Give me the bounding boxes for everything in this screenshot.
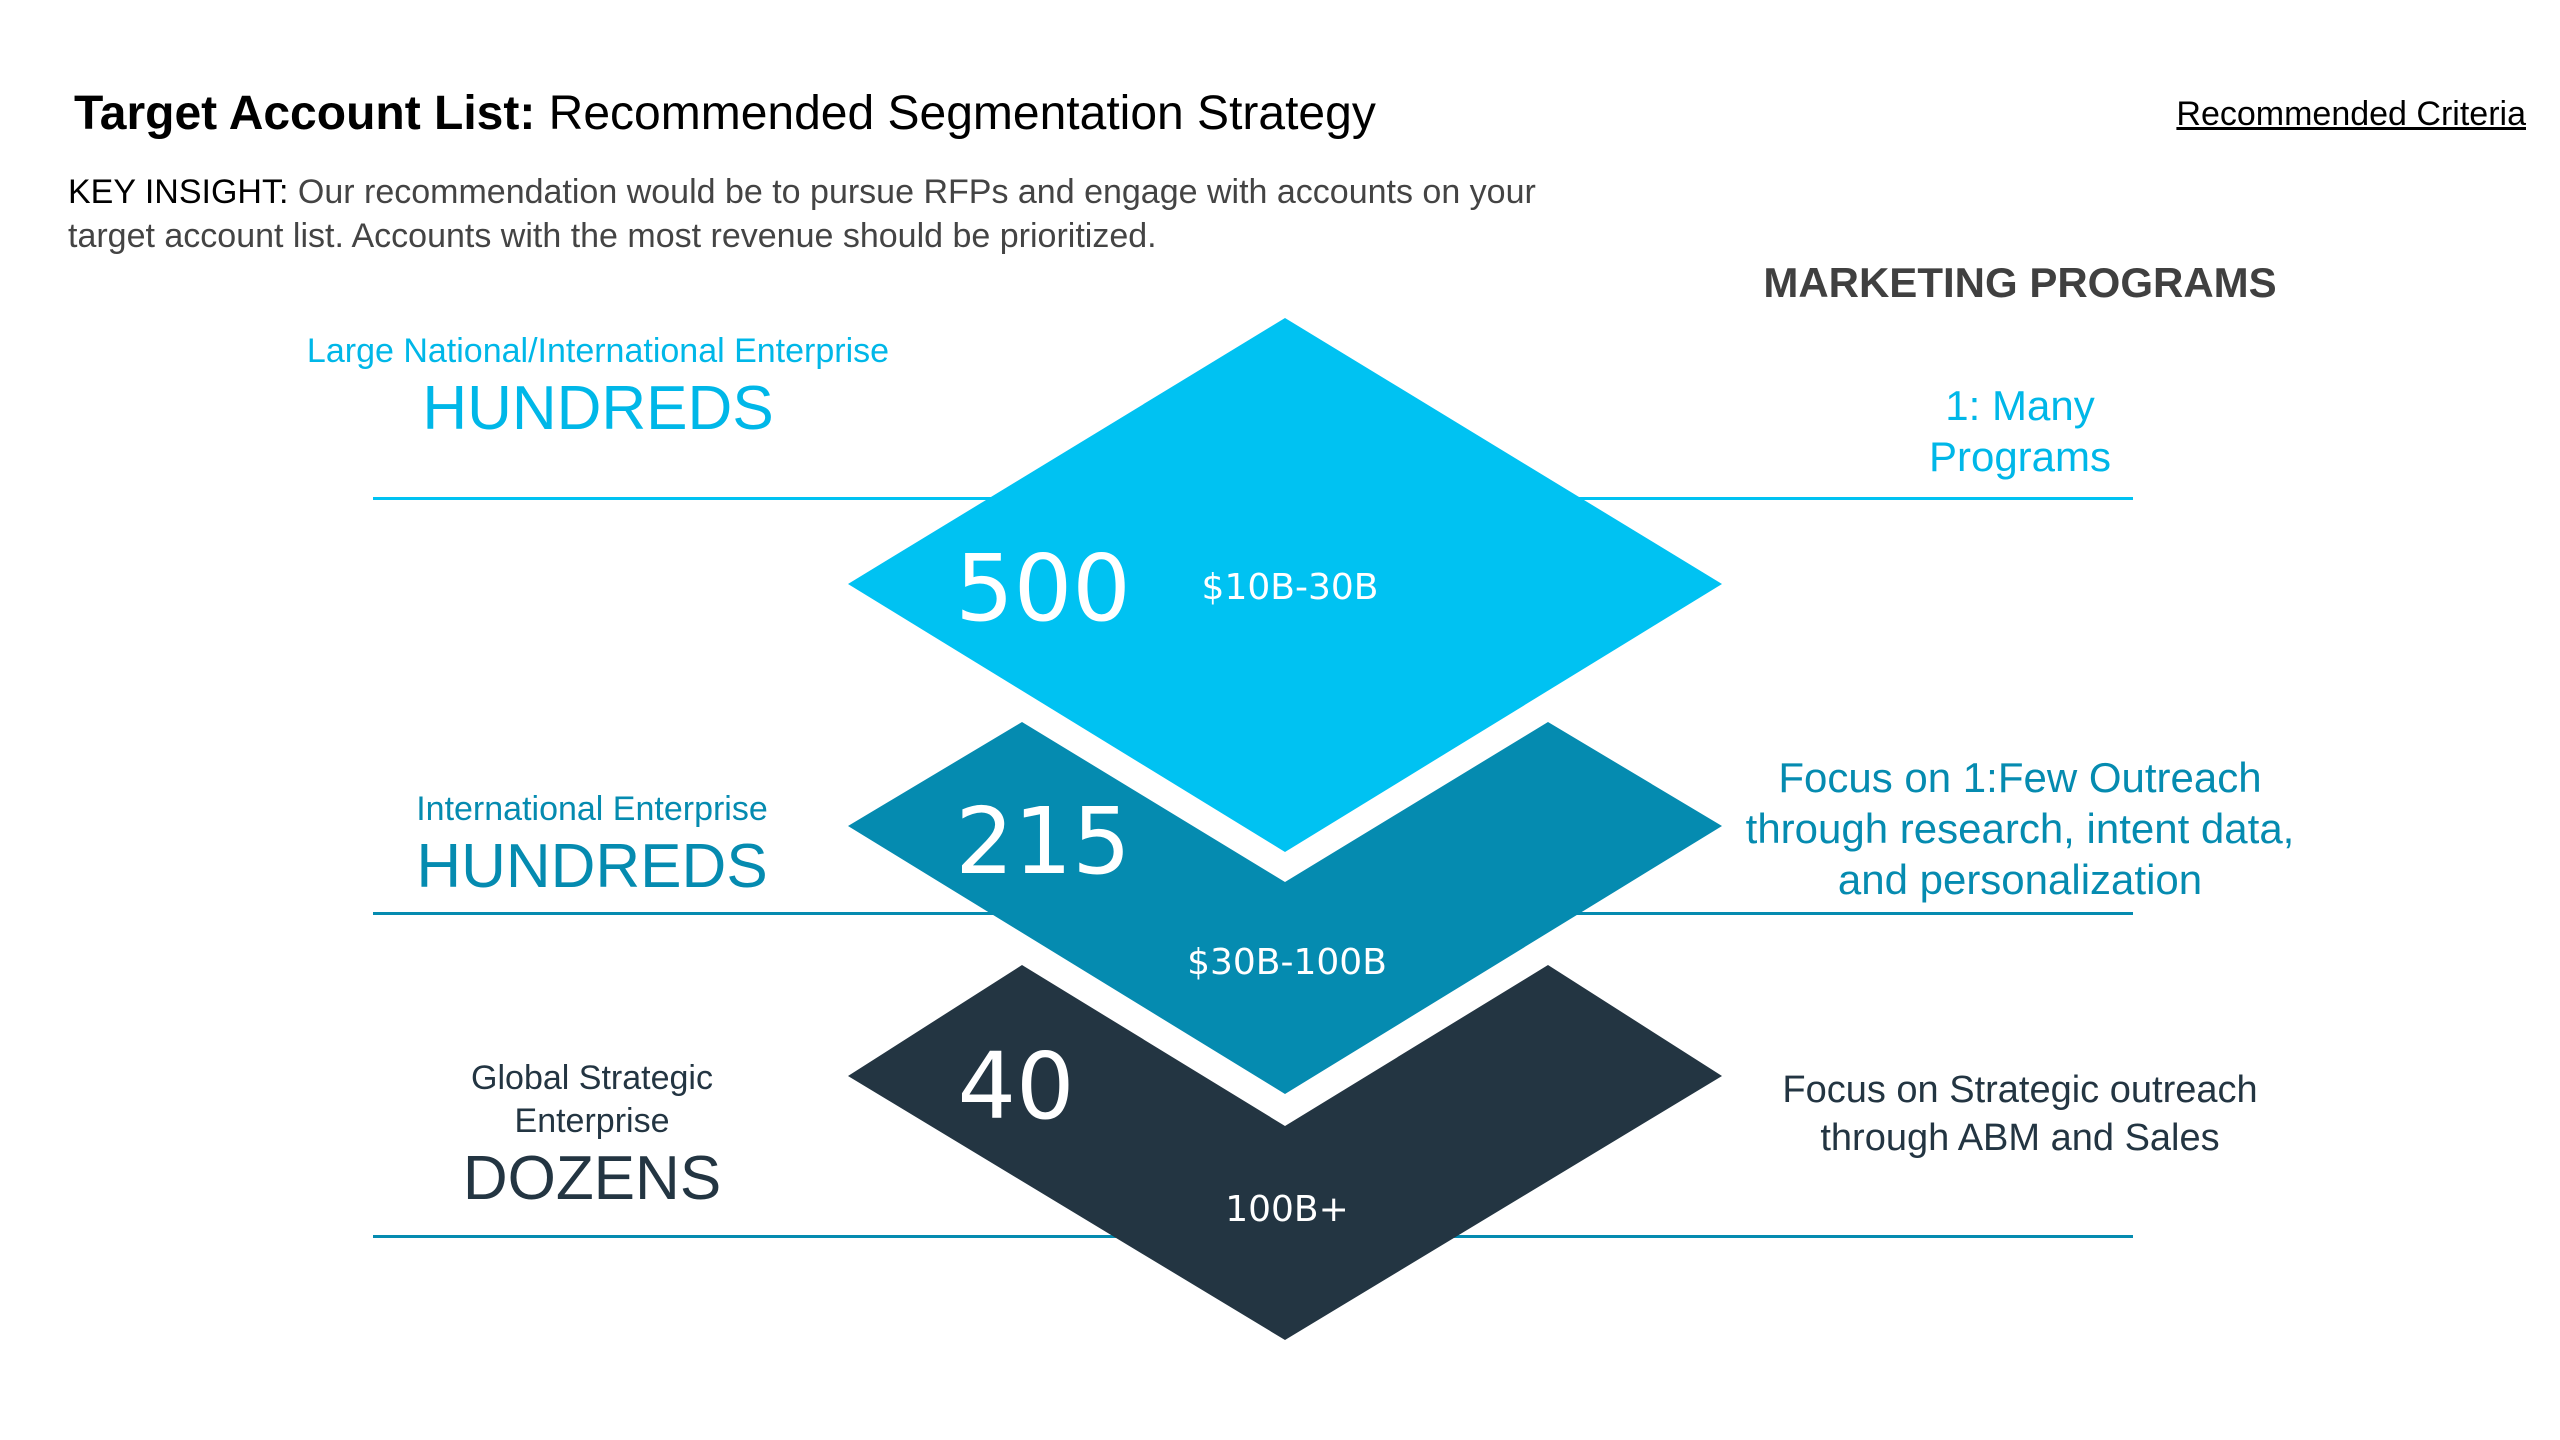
tier-1-shape bbox=[848, 318, 1722, 852]
tier-2-segment-label: International Enterprise HUNDREDS bbox=[292, 788, 892, 903]
tier-3-shape bbox=[848, 965, 1722, 1340]
tier-2-shape bbox=[848, 722, 1722, 1094]
tier-1-segment-label: Large National/International Enterprise … bbox=[298, 330, 898, 445]
tier-1-revenue: $10B-30B bbox=[1202, 567, 1379, 608]
tier-2-size-word: HUNDREDS bbox=[416, 832, 768, 901]
tier-1-segment: Large National/International Enterprise bbox=[306, 332, 890, 370]
title-rest: Recommended Segmentation Strategy bbox=[535, 87, 1376, 140]
page-title: Target Account List: Recommended Segment… bbox=[74, 82, 1376, 146]
tier-3-count: 40 bbox=[957, 1033, 1074, 1140]
tier-1-program: 1: Many Programs bbox=[1928, 382, 2112, 480]
tier-1-count: 500 bbox=[955, 535, 1131, 642]
marketing-programs-heading: MARKETING PROGRAMS bbox=[1763, 259, 2277, 306]
tier-1-size-word: HUNDREDS bbox=[422, 374, 774, 443]
tier-3-revenue: 100B+ bbox=[1225, 1189, 1349, 1230]
title-bold: Target Account List: bbox=[74, 87, 536, 140]
tier-3-program: Focus on Strategic outreach through ABM … bbox=[1782, 1069, 2258, 1159]
key-insight-text: Our recommendation would be to pursue RF… bbox=[68, 173, 1536, 255]
tier-3-segment-label: Global Strategic Enterprise DOZENS bbox=[292, 1057, 892, 1215]
tier-3-segment: Global Strategic Enterprise bbox=[471, 1059, 713, 1140]
tier-2-program: Focus on 1:Few Outreach through research… bbox=[1745, 754, 2295, 903]
tier-2-count: 215 bbox=[955, 788, 1131, 895]
key-insight-lead: KEY INSIGHT: bbox=[68, 173, 289, 211]
tier-2-segment: International Enterprise bbox=[416, 790, 768, 828]
recommended-criteria-link[interactable]: Recommended Criteria bbox=[2176, 95, 2526, 133]
tier-3-size-word: DOZENS bbox=[462, 1144, 722, 1213]
tier-2-revenue: $30B-100B bbox=[1187, 942, 1387, 983]
key-insight: KEY INSIGHT: Our recommendation would be… bbox=[68, 170, 1568, 258]
